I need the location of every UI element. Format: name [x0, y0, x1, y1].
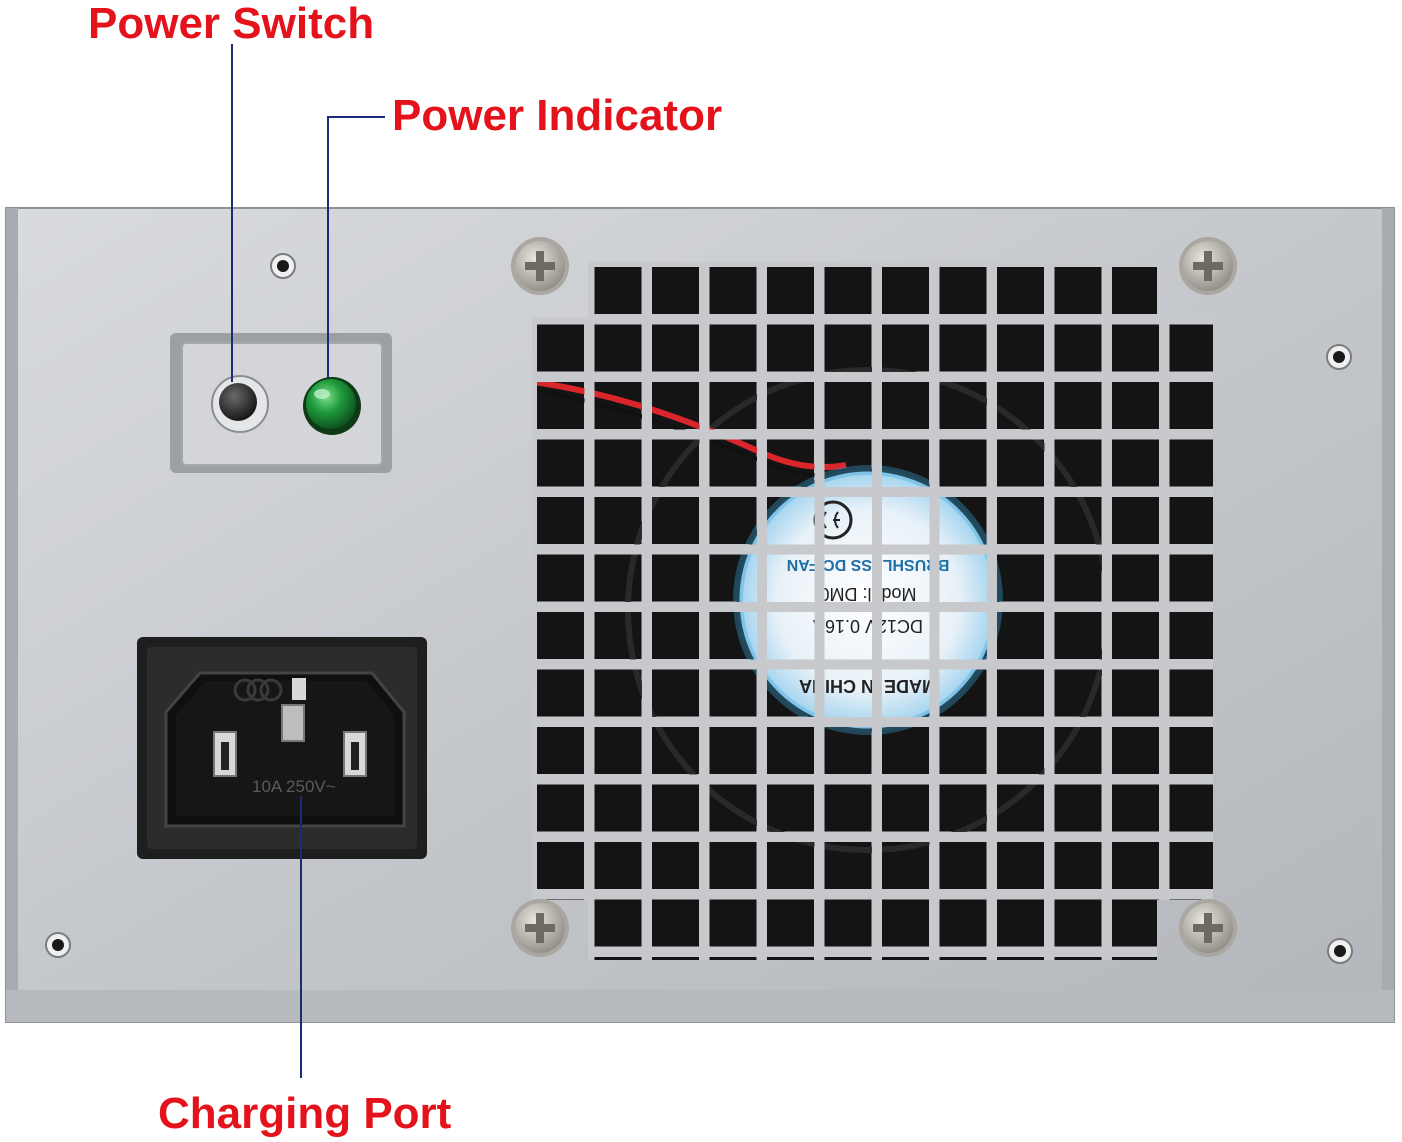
grille-bar-horizontal	[532, 314, 1213, 325]
phillips-screw-icon	[511, 237, 569, 295]
power-switch-leader-v	[231, 44, 233, 382]
grille-bar-horizontal	[532, 717, 1213, 727]
grille-bars	[532, 262, 1213, 960]
fan-grille: MADE IN CHINA DC12V 0.16A Model: DM0 BRU…	[532, 262, 1213, 960]
grille-bar-horizontal	[532, 832, 1213, 842]
grille-bar-horizontal	[532, 487, 1213, 497]
power-switch-label: Power Switch	[88, 0, 375, 48]
power-indicator-leader-h	[327, 116, 385, 118]
fan-label-line3: Model: DM0	[819, 584, 916, 604]
phillips-screw-icon	[1179, 899, 1237, 957]
fan-label-line1: MADE IN CHINA	[799, 676, 937, 696]
inlet-rating-text: 10A 250V~	[252, 777, 336, 796]
grille-bar-horizontal	[532, 544, 1213, 555]
power-indicator-label: Power Indicator	[392, 91, 723, 140]
charging-port-leader-v	[300, 796, 302, 1078]
phillips-screw-icon	[1179, 237, 1237, 295]
charging-port-inlet[interactable]: 10A 250V~	[137, 637, 427, 859]
fan-label-line4: BRUSHLESS DC FAN	[787, 556, 950, 573]
grille-bar-horizontal	[532, 602, 1213, 612]
grille-bar-horizontal	[532, 262, 1213, 267]
power-indicator-leader-v	[327, 116, 329, 378]
grille-bar-horizontal	[532, 372, 1213, 382]
grille-bar-horizontal	[532, 659, 1213, 670]
fan-screws	[511, 237, 1237, 957]
grille-bar-horizontal	[532, 889, 1213, 900]
power-switch-button[interactable]	[211, 375, 269, 433]
grille-bar-horizontal	[532, 947, 1213, 957]
grille-bar-horizontal	[532, 429, 1213, 440]
fan-hub-label: MADE IN CHINA DC12V 0.16A Model: DM0 BRU…	[733, 465, 1003, 735]
grille-bar-horizontal	[532, 774, 1213, 785]
charging-port-label: Charging Port	[158, 1089, 452, 1138]
power-indicator-led	[303, 377, 361, 435]
phillips-screw-icon	[511, 899, 569, 957]
fan-label-line2: DC12V 0.16A	[813, 616, 923, 636]
certification-mark-icon	[233, 678, 283, 702]
mounting-holes	[45, 253, 1353, 964]
